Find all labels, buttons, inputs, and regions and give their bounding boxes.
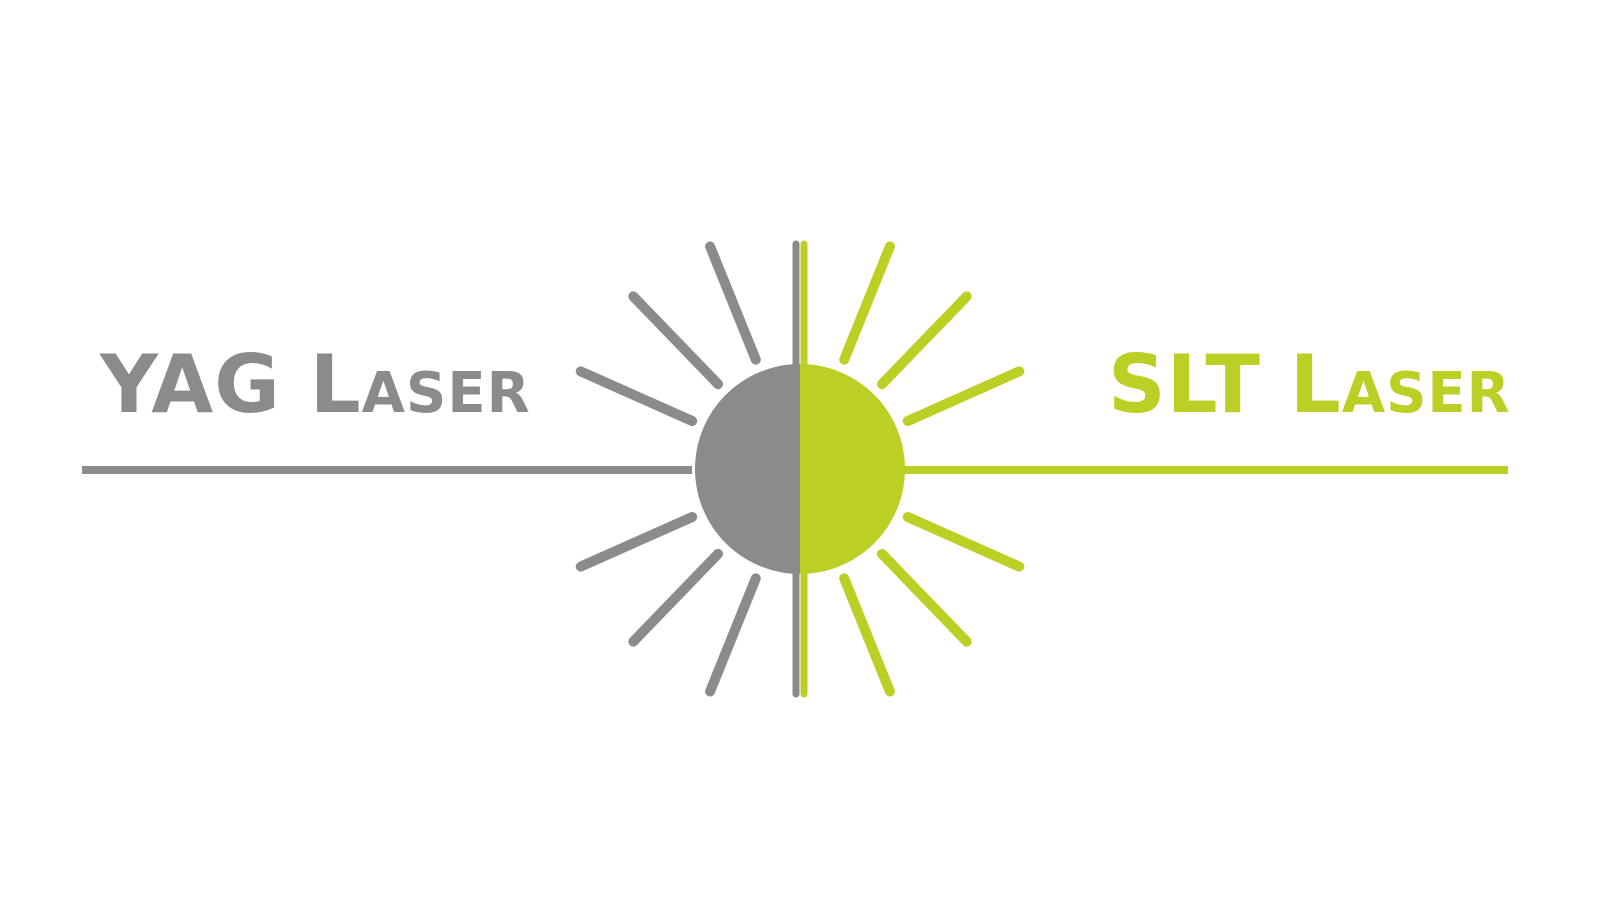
yag-ray-1	[705, 241, 761, 365]
slt-laser-line	[898, 466, 1508, 474]
yag-laser-label: YAG Laser	[100, 338, 531, 431]
yag-ray-4	[575, 511, 698, 572]
yag-laser-line	[82, 466, 692, 474]
slt-ray-3	[902, 366, 1025, 427]
slt-laser-label: SLT Laser	[1108, 338, 1511, 431]
slt-half-circle	[800, 364, 905, 574]
slt-ray-1	[839, 241, 895, 365]
slt-ray-4	[902, 511, 1025, 572]
slt-ray-5	[876, 548, 972, 647]
yag-ray-6	[705, 573, 761, 697]
yag-rays	[575, 241, 761, 697]
yag-half-circle	[695, 364, 800, 574]
slt-ray-6	[839, 573, 895, 697]
yag-ray-3	[575, 366, 698, 427]
slt-rays	[839, 241, 1025, 697]
yag-ray-2	[628, 291, 724, 390]
yag-ray-5	[628, 548, 724, 647]
slt-ray-2	[876, 291, 972, 390]
